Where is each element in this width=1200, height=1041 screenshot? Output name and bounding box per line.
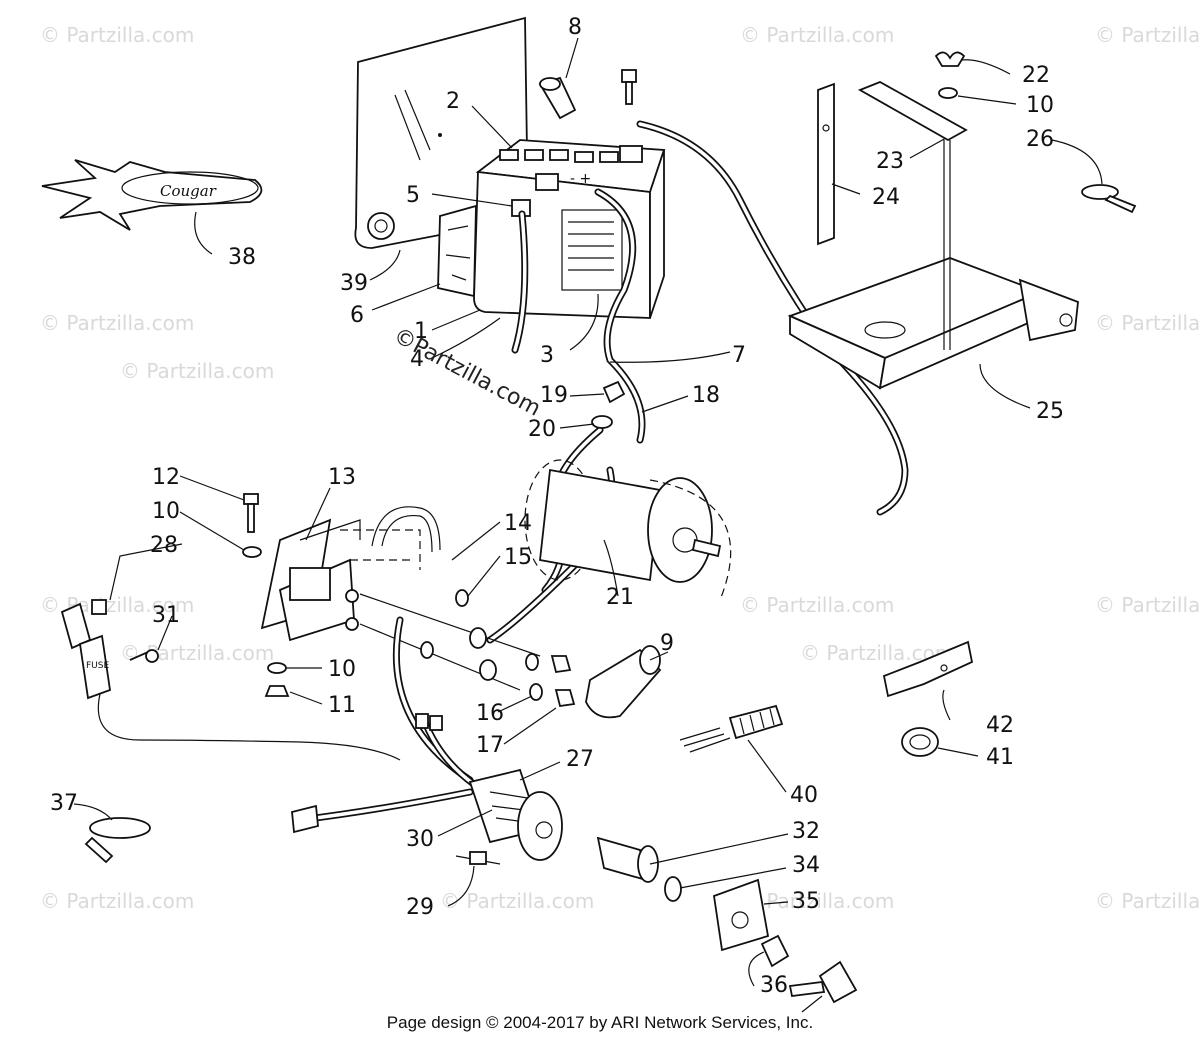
watermark-text: © Partzilla.com bbox=[740, 23, 894, 47]
part-hold-down-strap bbox=[857, 81, 968, 142]
watermark-text: © Partzilla.com bbox=[1095, 311, 1200, 335]
callout-10: 10 bbox=[1026, 93, 1054, 118]
watermark-text: © Partzilla.com bbox=[1095, 593, 1200, 617]
watermark-text: © Partzilla.com bbox=[740, 889, 894, 913]
callout-5: 5 bbox=[406, 183, 420, 208]
callout-31: 31 bbox=[152, 603, 180, 628]
callout-7: 7 bbox=[732, 343, 746, 368]
battery-polarity: - + bbox=[570, 171, 591, 187]
callout-41: 41 bbox=[986, 745, 1014, 770]
callout-22: 22 bbox=[1022, 63, 1050, 88]
callout-2: 2 bbox=[446, 89, 460, 114]
callout-16: 16 bbox=[476, 701, 504, 726]
callout-11: 11 bbox=[328, 693, 356, 718]
watermark-text: © Partzilla.com bbox=[440, 889, 594, 913]
part-ignition-switch bbox=[596, 836, 858, 1004]
callout-37: 37 bbox=[50, 791, 78, 816]
callout-1: 1 bbox=[414, 319, 428, 344]
callout-32: 32 bbox=[792, 819, 820, 844]
callout-24: 24 bbox=[872, 185, 900, 210]
callout-38: 38 bbox=[228, 245, 256, 270]
decal-text: Cougar bbox=[160, 182, 217, 200]
callout-40: 40 bbox=[790, 783, 818, 808]
watermark-text: © Partzilla.com bbox=[1095, 23, 1200, 47]
callout-19: 19 bbox=[540, 383, 568, 408]
leader-lines bbox=[73, 37, 1103, 1013]
callout-42: 42 bbox=[986, 713, 1014, 738]
part-solenoid-boot bbox=[585, 645, 662, 719]
callout-15: 15 bbox=[504, 545, 532, 570]
callout-39: 39 bbox=[340, 271, 368, 296]
part-terminal-bolt bbox=[621, 69, 637, 105]
part-diode bbox=[455, 851, 501, 865]
callout-30: 30 bbox=[406, 827, 434, 852]
part-fasteners bbox=[242, 493, 576, 708]
footer-text: Page design © 2004-2017 by ARI Network S… bbox=[384, 1013, 816, 1032]
callout-34: 34 bbox=[792, 853, 820, 878]
part-terminal-boot bbox=[538, 76, 577, 120]
callout-23: 23 bbox=[876, 149, 904, 174]
part-fuse-holder: FUSE bbox=[60, 599, 401, 761]
callout-18: 18 bbox=[692, 383, 720, 408]
callout-25: 25 bbox=[1036, 399, 1064, 424]
part-starter-nut bbox=[591, 380, 626, 429]
part-hold-down-bracket bbox=[817, 82, 835, 246]
part-harness-tie bbox=[84, 817, 151, 864]
part-wiring-loop bbox=[340, 506, 541, 691]
part-battery-tray bbox=[787, 257, 1079, 390]
callout-3: 3 bbox=[540, 343, 554, 368]
callout-14: 14 bbox=[504, 511, 532, 536]
callout-10: 10 bbox=[152, 499, 180, 524]
callout-8: 8 bbox=[568, 15, 582, 40]
callout-27: 27 bbox=[566, 747, 594, 772]
callout-21: 21 bbox=[606, 585, 634, 610]
callout-36: 36 bbox=[760, 973, 788, 998]
watermark-text: © Partzilla.com bbox=[40, 889, 194, 913]
callout-13: 13 bbox=[328, 465, 356, 490]
part-mounting-bracket bbox=[882, 640, 974, 698]
watermark-text: © Partzilla.com bbox=[120, 359, 274, 383]
part-battery-pad bbox=[437, 204, 477, 298]
callout-29: 29 bbox=[406, 895, 434, 920]
part-springs bbox=[679, 704, 784, 753]
callout-12: 12 bbox=[152, 465, 180, 490]
watermark-text: © Partzilla.com bbox=[120, 641, 274, 665]
callout-28: 28 bbox=[150, 533, 178, 558]
callout-20: 20 bbox=[528, 417, 556, 442]
watermark-text: © Partzilla.com bbox=[40, 23, 194, 47]
part-decal: Cougar bbox=[41, 159, 263, 231]
callout-17: 17 bbox=[476, 733, 504, 758]
part-cable-tie bbox=[1081, 184, 1137, 214]
part-solenoid bbox=[260, 518, 361, 642]
fuse-label: FUSE bbox=[86, 661, 109, 671]
part-wiring-harness bbox=[291, 616, 563, 861]
watermark-text: © Partzilla.com bbox=[1095, 889, 1200, 913]
callout-9: 9 bbox=[660, 631, 674, 656]
watermark-text: © Partzilla.com bbox=[740, 593, 894, 617]
watermark-text: © Partzilla.com bbox=[40, 311, 194, 335]
callout-26: 26 bbox=[1026, 127, 1054, 152]
callouts: 8 2 22 10 26 23 24 5 38 39 6 1 4 3 7 19 … bbox=[50, 15, 1064, 1036]
footer: Page design © 2004-2017 by ARI Network S… bbox=[0, 1013, 1200, 1033]
watermarks: © Partzilla.com © Partzilla.com © Partzi… bbox=[40, 23, 1200, 913]
part-wing-nut bbox=[934, 51, 966, 350]
callout-6: 6 bbox=[350, 303, 364, 328]
callout-10: 10 bbox=[328, 657, 356, 682]
part-clip bbox=[901, 727, 939, 757]
part-starter-motor bbox=[524, 459, 732, 601]
callout-35: 35 bbox=[792, 889, 820, 914]
part-battery: - + bbox=[473, 139, 666, 319]
callout-4: 4 bbox=[410, 347, 424, 372]
